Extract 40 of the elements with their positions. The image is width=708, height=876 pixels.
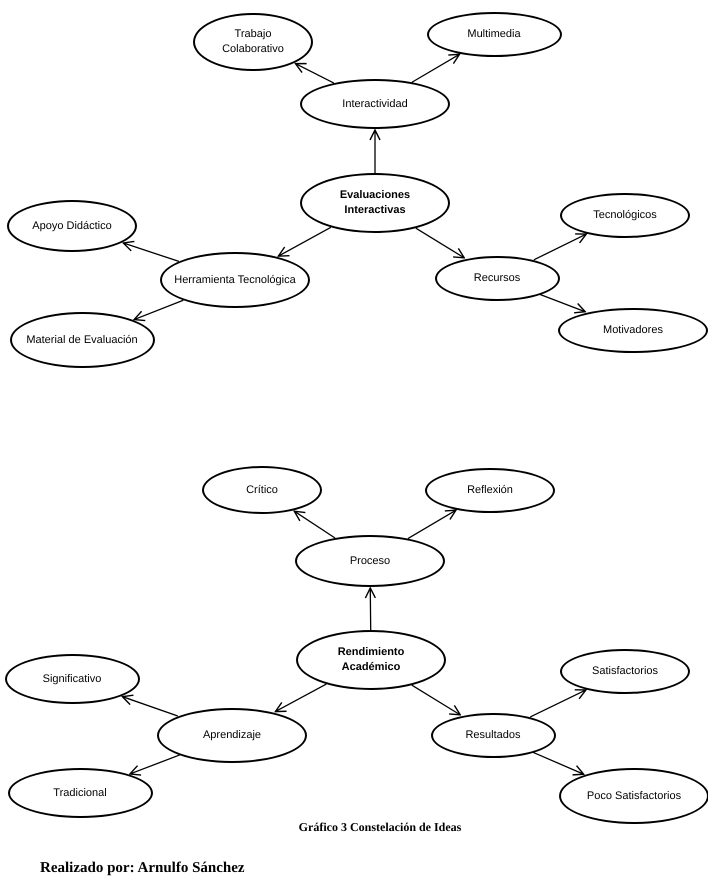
concept-text: Tecnológicos: [593, 208, 657, 222]
concept-text: Multimedia: [467, 26, 521, 42]
arrow: [530, 689, 587, 718]
concept-text: Satisfactorios: [592, 664, 658, 678]
concept-text: Aprendizaje: [202, 728, 262, 742]
concept-text: Reflexión: [467, 482, 513, 498]
arrow: [133, 300, 184, 322]
concept-text: Apoyo Didáctico: [32, 218, 112, 234]
concept-text: Poco Satisfactorios: [586, 788, 682, 804]
arrow: [122, 240, 180, 262]
concept-text: Interactividad: [342, 96, 408, 112]
concept-text: Motivadores: [603, 322, 663, 338]
concept-text: Material de Evaluación: [26, 332, 138, 348]
arrow: [540, 294, 586, 314]
concept-ellipse: [558, 308, 708, 352]
author-note: Realizado por: Arnulfo Sánchez: [40, 859, 245, 876]
concept-text: Tradicional: [53, 786, 107, 800]
arrow: [278, 226, 332, 257]
arrow: [129, 754, 180, 776]
concept-text: Rendimiento Académico: [336, 645, 406, 675]
arrow: [364, 587, 376, 630]
concept-text: Significativo: [42, 672, 102, 686]
concept-text: Evaluaciones Interactivas: [338, 188, 412, 218]
concept-text: Resultados: [465, 728, 521, 742]
arrow: [122, 694, 178, 717]
arrow: [274, 684, 327, 712]
arrow: [532, 752, 584, 776]
arrow: [412, 54, 460, 83]
arrow: [369, 129, 381, 173]
arrow: [416, 228, 465, 259]
concept-text: Proceso: [350, 554, 390, 568]
arrow: [294, 510, 336, 539]
concept-text: Trabajo Colaborativo: [221, 27, 285, 57]
concept-text: Recursos: [474, 270, 520, 286]
concept-text: Herramienta Tecnológica: [174, 272, 296, 288]
arrow: [294, 62, 334, 84]
concept-text: Crítico: [246, 482, 278, 498]
arrow: [412, 684, 461, 716]
arrow: [534, 233, 588, 260]
caption: Gráfico 3 Constelación de Ideas: [298, 819, 462, 836]
